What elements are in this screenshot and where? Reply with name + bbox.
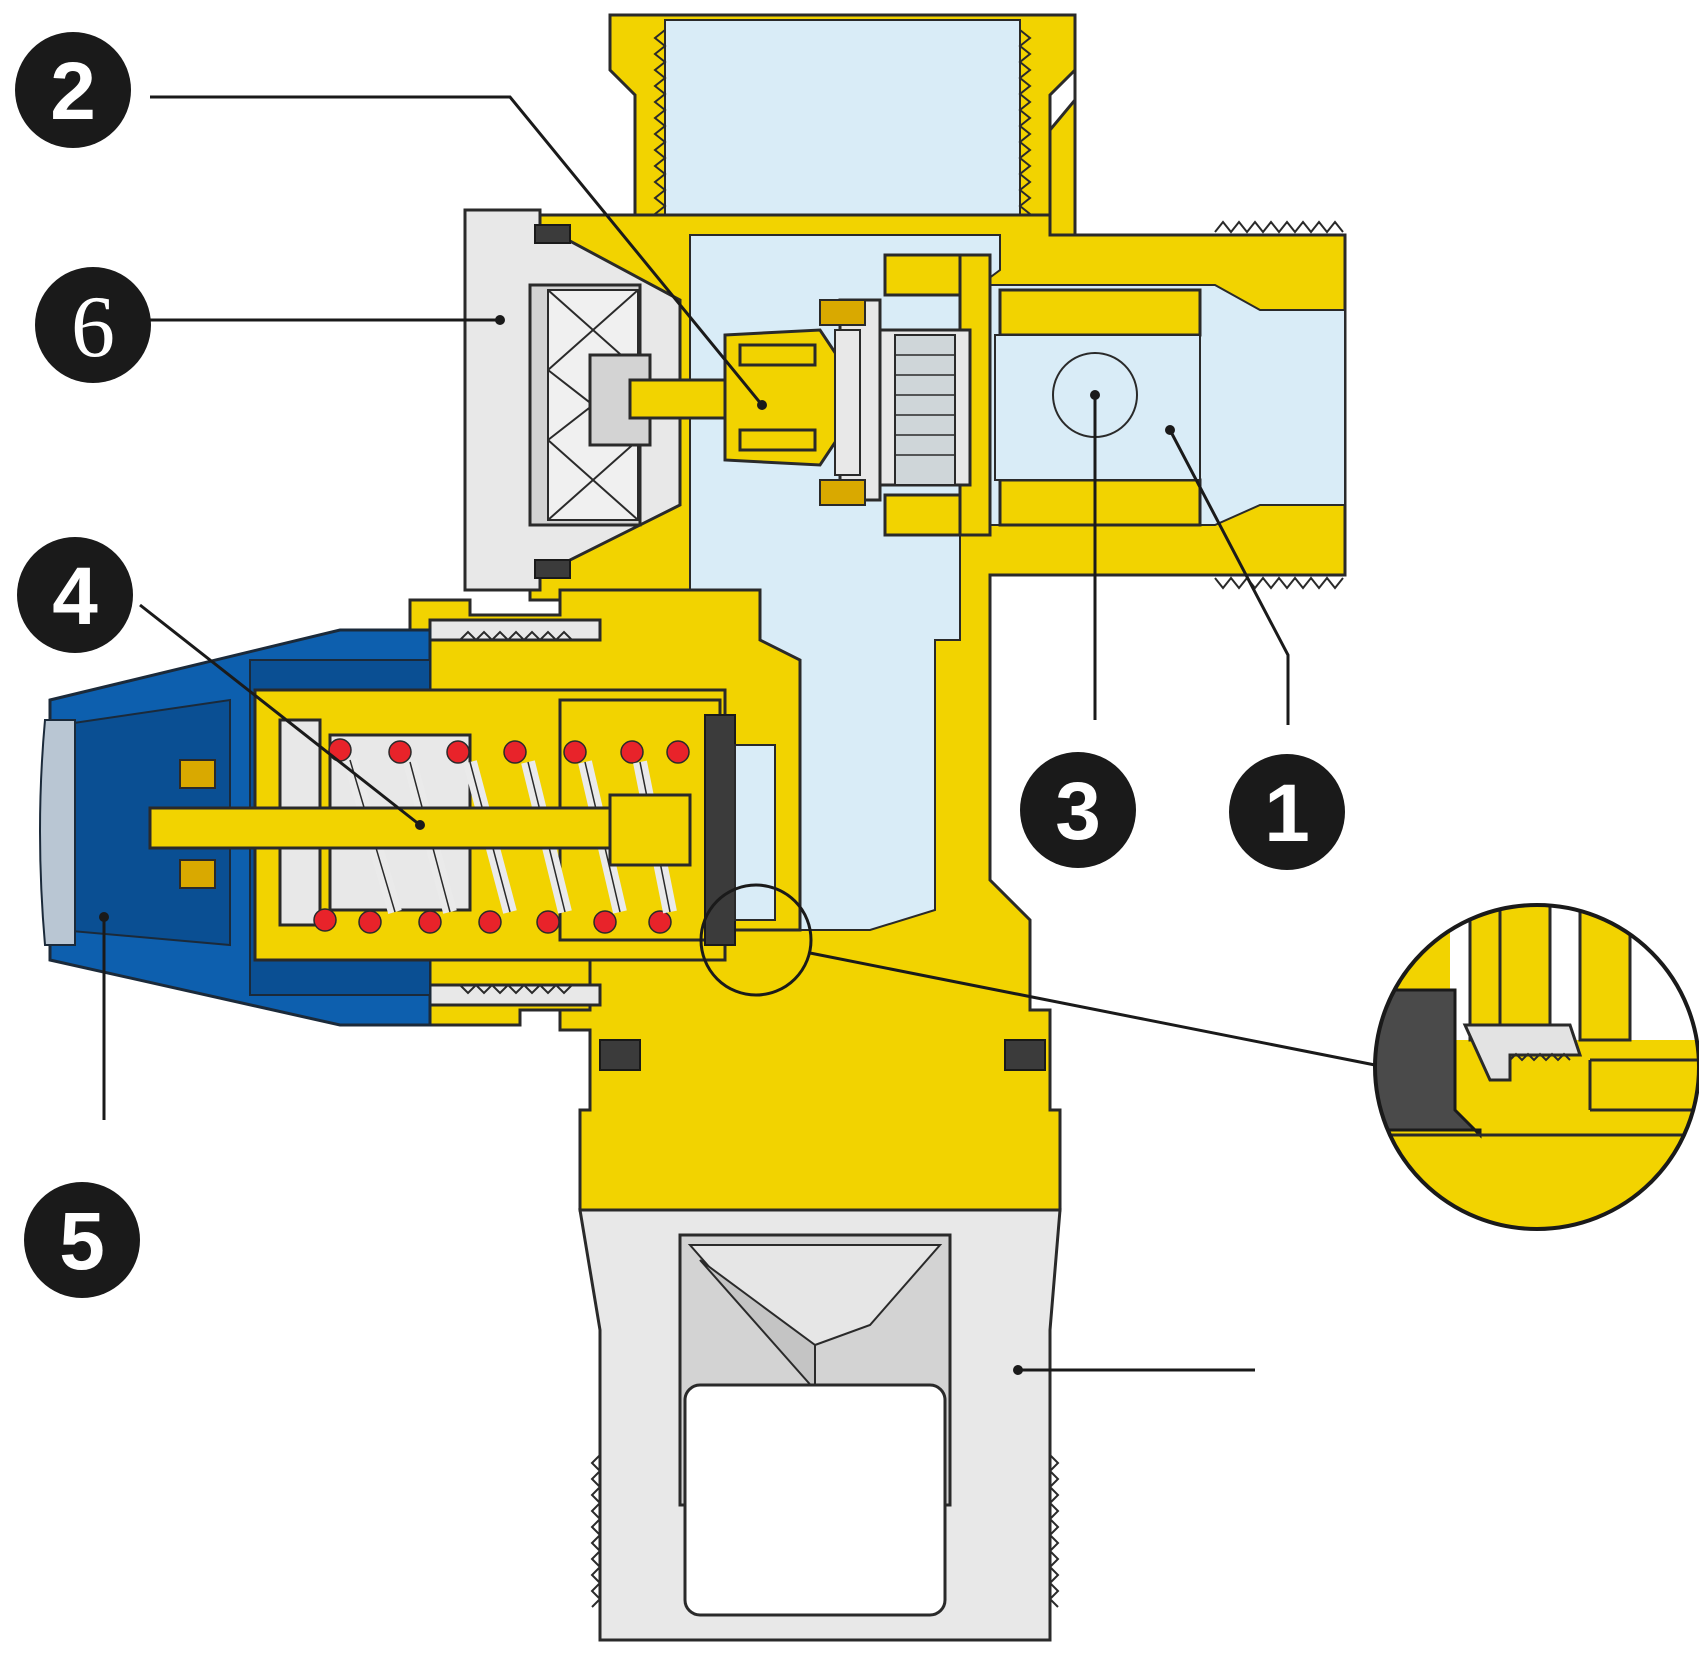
svg-text:2: 2 <box>50 46 96 137</box>
leader-4 <box>139 603 421 827</box>
leader-1 <box>1168 429 1290 725</box>
callout-2: 2 <box>15 32 131 148</box>
svg-text:6: 6 <box>71 279 115 376</box>
right-connection <box>1214 220 1344 590</box>
callout-3: 3 <box>1020 752 1136 868</box>
leader-lines <box>99 95 1290 1375</box>
top-connection <box>608 13 1077 242</box>
bottom-connection <box>578 1039 1062 1642</box>
stem-assembly <box>628 299 866 506</box>
svg-text:5: 5 <box>59 1196 105 1287</box>
callout-5: 5 <box>24 1182 140 1298</box>
top-water-chamber <box>664 19 1021 236</box>
callout-4: 4 <box>17 537 133 653</box>
grey-cap-with-filter <box>463 208 682 592</box>
svg-text:4: 4 <box>52 551 98 642</box>
callout-1: 1 <box>1229 754 1345 870</box>
callout-6: 6 <box>35 267 151 383</box>
svg-text:3: 3 <box>1055 766 1101 857</box>
svg-text:1: 1 <box>1264 768 1310 859</box>
leader-2 <box>150 95 764 406</box>
spindle <box>148 806 622 850</box>
spring-chamber <box>148 688 776 962</box>
